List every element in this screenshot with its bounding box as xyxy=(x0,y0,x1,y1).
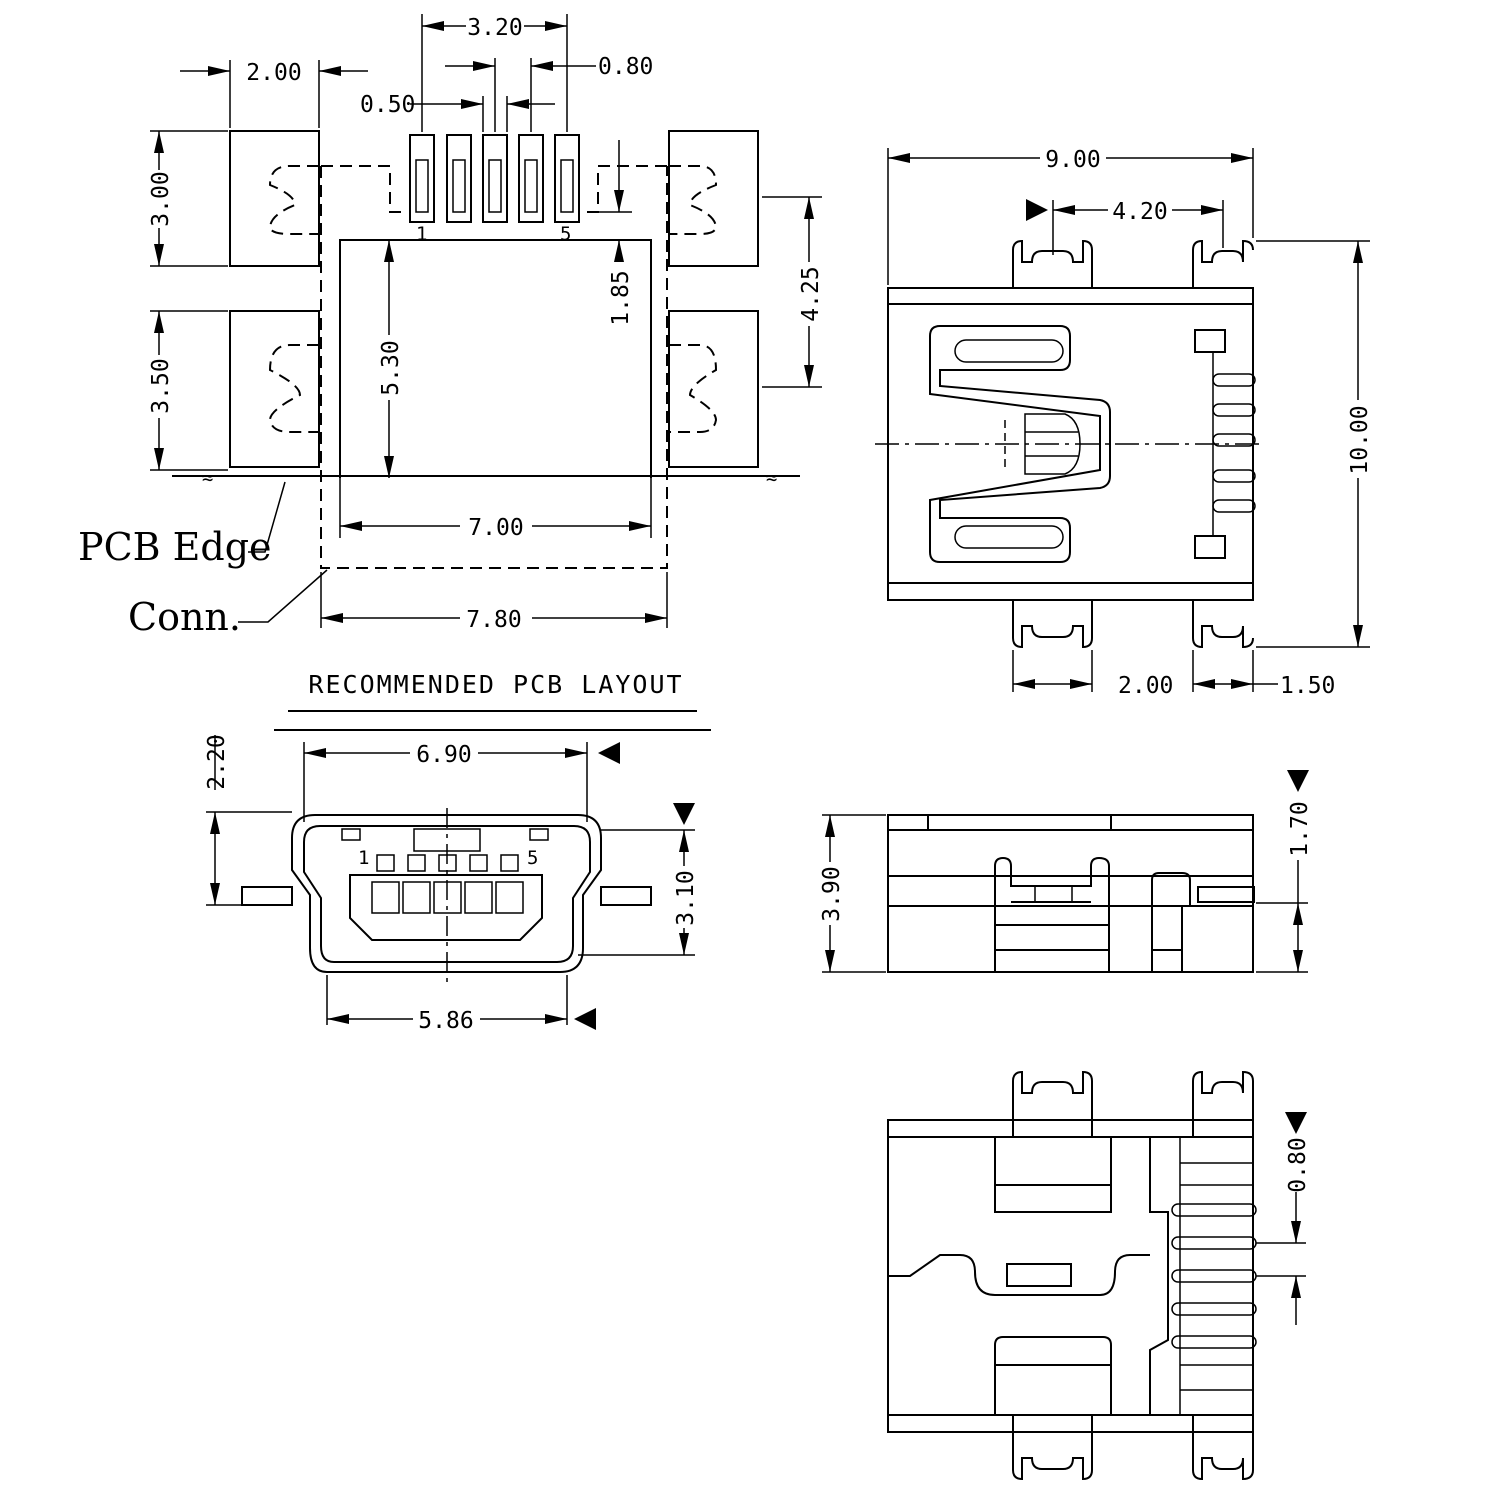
pad-bottom-right xyxy=(668,310,759,468)
pcb-footprint: 1 5 ≈ ≈ 2.00 3.20 0.80 xyxy=(78,14,824,639)
front-view: 1 5 6.90 2.20 3.10 5. xyxy=(204,734,699,1034)
dim-front-height: 3.10 xyxy=(673,870,699,925)
dim-side-height: 3.90 xyxy=(819,866,845,921)
footprint-pin-1-label: 1 xyxy=(416,223,427,245)
svg-text:≈: ≈ xyxy=(202,467,213,489)
dim-pad-height-bottom: 3.50 xyxy=(148,358,174,413)
dim-tab-edge: 1.50 xyxy=(1280,673,1335,699)
front-pin-1-label: 1 xyxy=(358,847,369,869)
dim-front-tab: 2.20 xyxy=(204,734,230,789)
dim-side-top: 1.70 xyxy=(1287,801,1313,856)
footprint-pin-5-label: 5 xyxy=(560,223,571,245)
pad-top-right xyxy=(668,130,759,267)
dim-inner-width: 7.00 xyxy=(468,515,523,541)
pad-top-left xyxy=(229,130,320,267)
layout-title-block: RECOMMENDED PCB LAYOUT xyxy=(274,670,711,731)
bottom-contacts xyxy=(1171,1203,1257,1349)
dim-front-bottom: 5.86 xyxy=(418,1008,473,1034)
dim-pin-width: 0.50 xyxy=(360,92,415,118)
signal-pads xyxy=(409,134,580,223)
side-view: 3.90 1.70 xyxy=(819,770,1313,973)
top-view: 9.00 4.20 10.00 2.00 1.50 xyxy=(875,147,1373,699)
dim-body-length: 10.00 xyxy=(1347,405,1373,474)
dim-pad-gap: 4.25 xyxy=(798,266,824,321)
bottom-view: 0.80 xyxy=(887,1070,1311,1481)
layout-title: RECOMMENDED PCB LAYOUT xyxy=(308,670,683,699)
dim-bottom-pitch: 0.80 xyxy=(1285,1137,1311,1192)
dim-tab-offset: 4.20 xyxy=(1112,199,1167,225)
dim-outer-width: 7.80 xyxy=(466,607,521,633)
dim-body-width: 9.00 xyxy=(1045,147,1100,173)
dim-pin-pitch: 0.80 xyxy=(598,54,653,80)
dim-inner-height: 5.30 xyxy=(378,340,404,395)
dim-pin-to-cutout: 1.85 xyxy=(608,270,634,325)
pad-bottom-left xyxy=(229,310,320,468)
conn-label: Conn. xyxy=(128,595,241,639)
dim-tab-width: 2.00 xyxy=(1118,673,1173,699)
svg-text:≈: ≈ xyxy=(766,467,777,489)
dim-front-width: 6.90 xyxy=(416,742,471,768)
dim-pin-span: 3.20 xyxy=(467,15,522,41)
dim-pad-width: 2.00 xyxy=(246,60,301,86)
pcb-edge-label: PCB Edge xyxy=(78,525,272,569)
front-pin-5-label: 5 xyxy=(527,847,538,869)
dim-pad-height-top: 3.00 xyxy=(148,171,174,226)
